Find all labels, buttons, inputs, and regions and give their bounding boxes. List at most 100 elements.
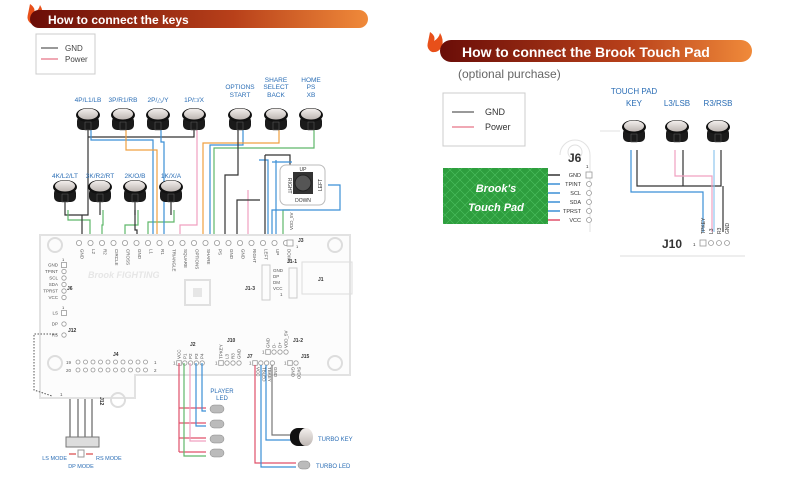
touchpad-key-button[interactable]: TOUCH PAD KEY [611,87,658,143]
j12-arrow [33,333,57,397]
svg-text:HOME: HOME [301,77,321,84]
j6-pin [585,171,593,179]
joystick[interactable]: UP DOWN RIGHT LEFT [279,164,326,206]
j6-pin-label: VCC [48,295,58,300]
button-4k[interactable]: 4K/L2/LT [52,173,78,203]
j7-pin [252,360,258,366]
left-title-banner: How to connect the keys [27,4,368,28]
button-3k[interactable]: 3K/R2/RT [86,173,114,203]
j2-pin-label: P1 [182,353,187,359]
j1_2-pin-label: VDD_5V [284,330,289,348]
button-2k[interactable]: 2K/O/B [122,173,148,203]
header-pin-label: RIGHT [252,249,257,263]
button-4p[interactable]: 4P/L1/LB [75,97,102,131]
header-pin [122,239,129,246]
button-1p[interactable]: 1P/□/X [181,97,207,131]
svg-text:1K/X/A: 1K/X/A [161,173,182,180]
r3-button[interactable]: R3/RSB [704,99,733,143]
header-pin-label: R1 [160,249,165,255]
l3-button[interactable]: L3/LSB [664,99,690,143]
bottom-button-row: 4K/L2/LT 3K/R2/RT 2K/O/B 1K/X/A [52,173,184,203]
svg-text:VDD_5V: VDD_5V [289,212,294,230]
header-pin-label: CIRCLE [114,249,119,266]
j10-pin-label: TPKEY [219,344,224,359]
j2-pin-label: VCC [177,349,182,359]
left-title: How to connect the keys [48,13,189,27]
j2-pin-label: P3 [194,353,199,359]
j1_2-pin-label: GND [266,337,271,348]
svg-text:1: 1 [693,242,696,247]
j10-pin-label: L3 [225,353,230,359]
right-subtitle: (optional purchase) [458,67,561,81]
header-pin [110,239,117,246]
j4-pin [75,367,81,373]
button-home[interactable]: HOME PS XB [298,77,324,131]
svg-text:4P/L1/LB: 4P/L1/LB [75,97,102,104]
j6-pin-label: TPRST [43,289,58,294]
j1-2-label: J1-2 [293,338,303,344]
j10-pin [230,360,236,366]
j15-pin1: 1 [284,361,287,366]
joystick-up: UP [300,167,308,173]
legend-gnd: GND [485,107,506,117]
j1_2-pin [277,349,283,355]
header-pin-label: GND [80,249,85,260]
header-pin [167,239,174,246]
led [209,448,225,458]
svg-text:1: 1 [280,292,283,297]
j6-pin-label: SCL [570,191,581,197]
header-pin [236,239,243,246]
dp-mode-label: DP MODE [68,464,94,470]
j10-pin-label: GND [725,223,731,235]
j15-pin [293,360,299,366]
j15-label: J15 [301,354,310,360]
button-2p[interactable]: 2P/△/Y [145,97,171,131]
j10-pin [716,240,722,246]
j12-pin [61,321,67,327]
mode-switch[interactable]: J12 1 LS MODE RS MODE DP MODE [42,392,122,470]
button-share[interactable]: SHARE SELECT BACK [263,77,289,131]
button-1k[interactable]: 1K/X/A [158,173,184,203]
j2-pin1: 1 [173,361,176,366]
button-options[interactable]: OPTIONS START [225,84,255,131]
svg-text:2P/△/Y: 2P/△/Y [148,97,170,104]
j6-pin [61,288,67,294]
player-led-wiring [178,363,206,457]
j10-pin-label: TPKEY [701,217,707,234]
svg-text:20: 20 [66,368,72,373]
j10-pin-label: R3 [231,353,236,359]
svg-text:J4: J4 [113,352,119,358]
svg-text:1: 1 [62,257,65,262]
svg-text:XB: XB [307,92,316,99]
svg-text:1: 1 [586,164,589,169]
rs-mode-label: RS MODE [96,456,122,462]
player-led-label-2: LED [216,396,228,402]
j4-pin [105,359,111,365]
header-pin [87,239,94,246]
j7-pin [269,360,275,366]
svg-text:1P/□/X: 1P/□/X [184,97,204,104]
turbo-key-button[interactable]: TURBO KEY [290,428,353,446]
svg-text:4K/L2/LT: 4K/L2/LT [52,173,78,180]
j10-pin [708,240,714,246]
top-button-row: 4P/L1/LB 3P/R1/RB 2P/△/Y 1P/□/X OPTIONS … [75,77,324,131]
button-3p[interactable]: 3P/R1/RB [109,97,138,131]
j4-pin [98,359,103,365]
svg-text:1: 1 [60,392,63,397]
j4-pin [143,359,148,365]
j4-pin [83,367,88,373]
header-pin [248,239,255,246]
svg-text:SHARE: SHARE [265,77,288,84]
j4-pin [75,359,81,365]
svg-text:KEY: KEY [626,99,643,108]
j6-pin [586,217,592,223]
j10-pin-label: R3 [717,227,723,234]
svg-text:OPTIONS: OPTIONS [225,84,255,91]
j2-pin [182,360,188,366]
j1_2-pin-label: D- [272,343,277,348]
j1_2-pin [271,349,277,355]
j6-pin-label: SCL [49,276,58,281]
j7-pin1: 1 [249,361,252,366]
j4-pin [113,367,118,373]
